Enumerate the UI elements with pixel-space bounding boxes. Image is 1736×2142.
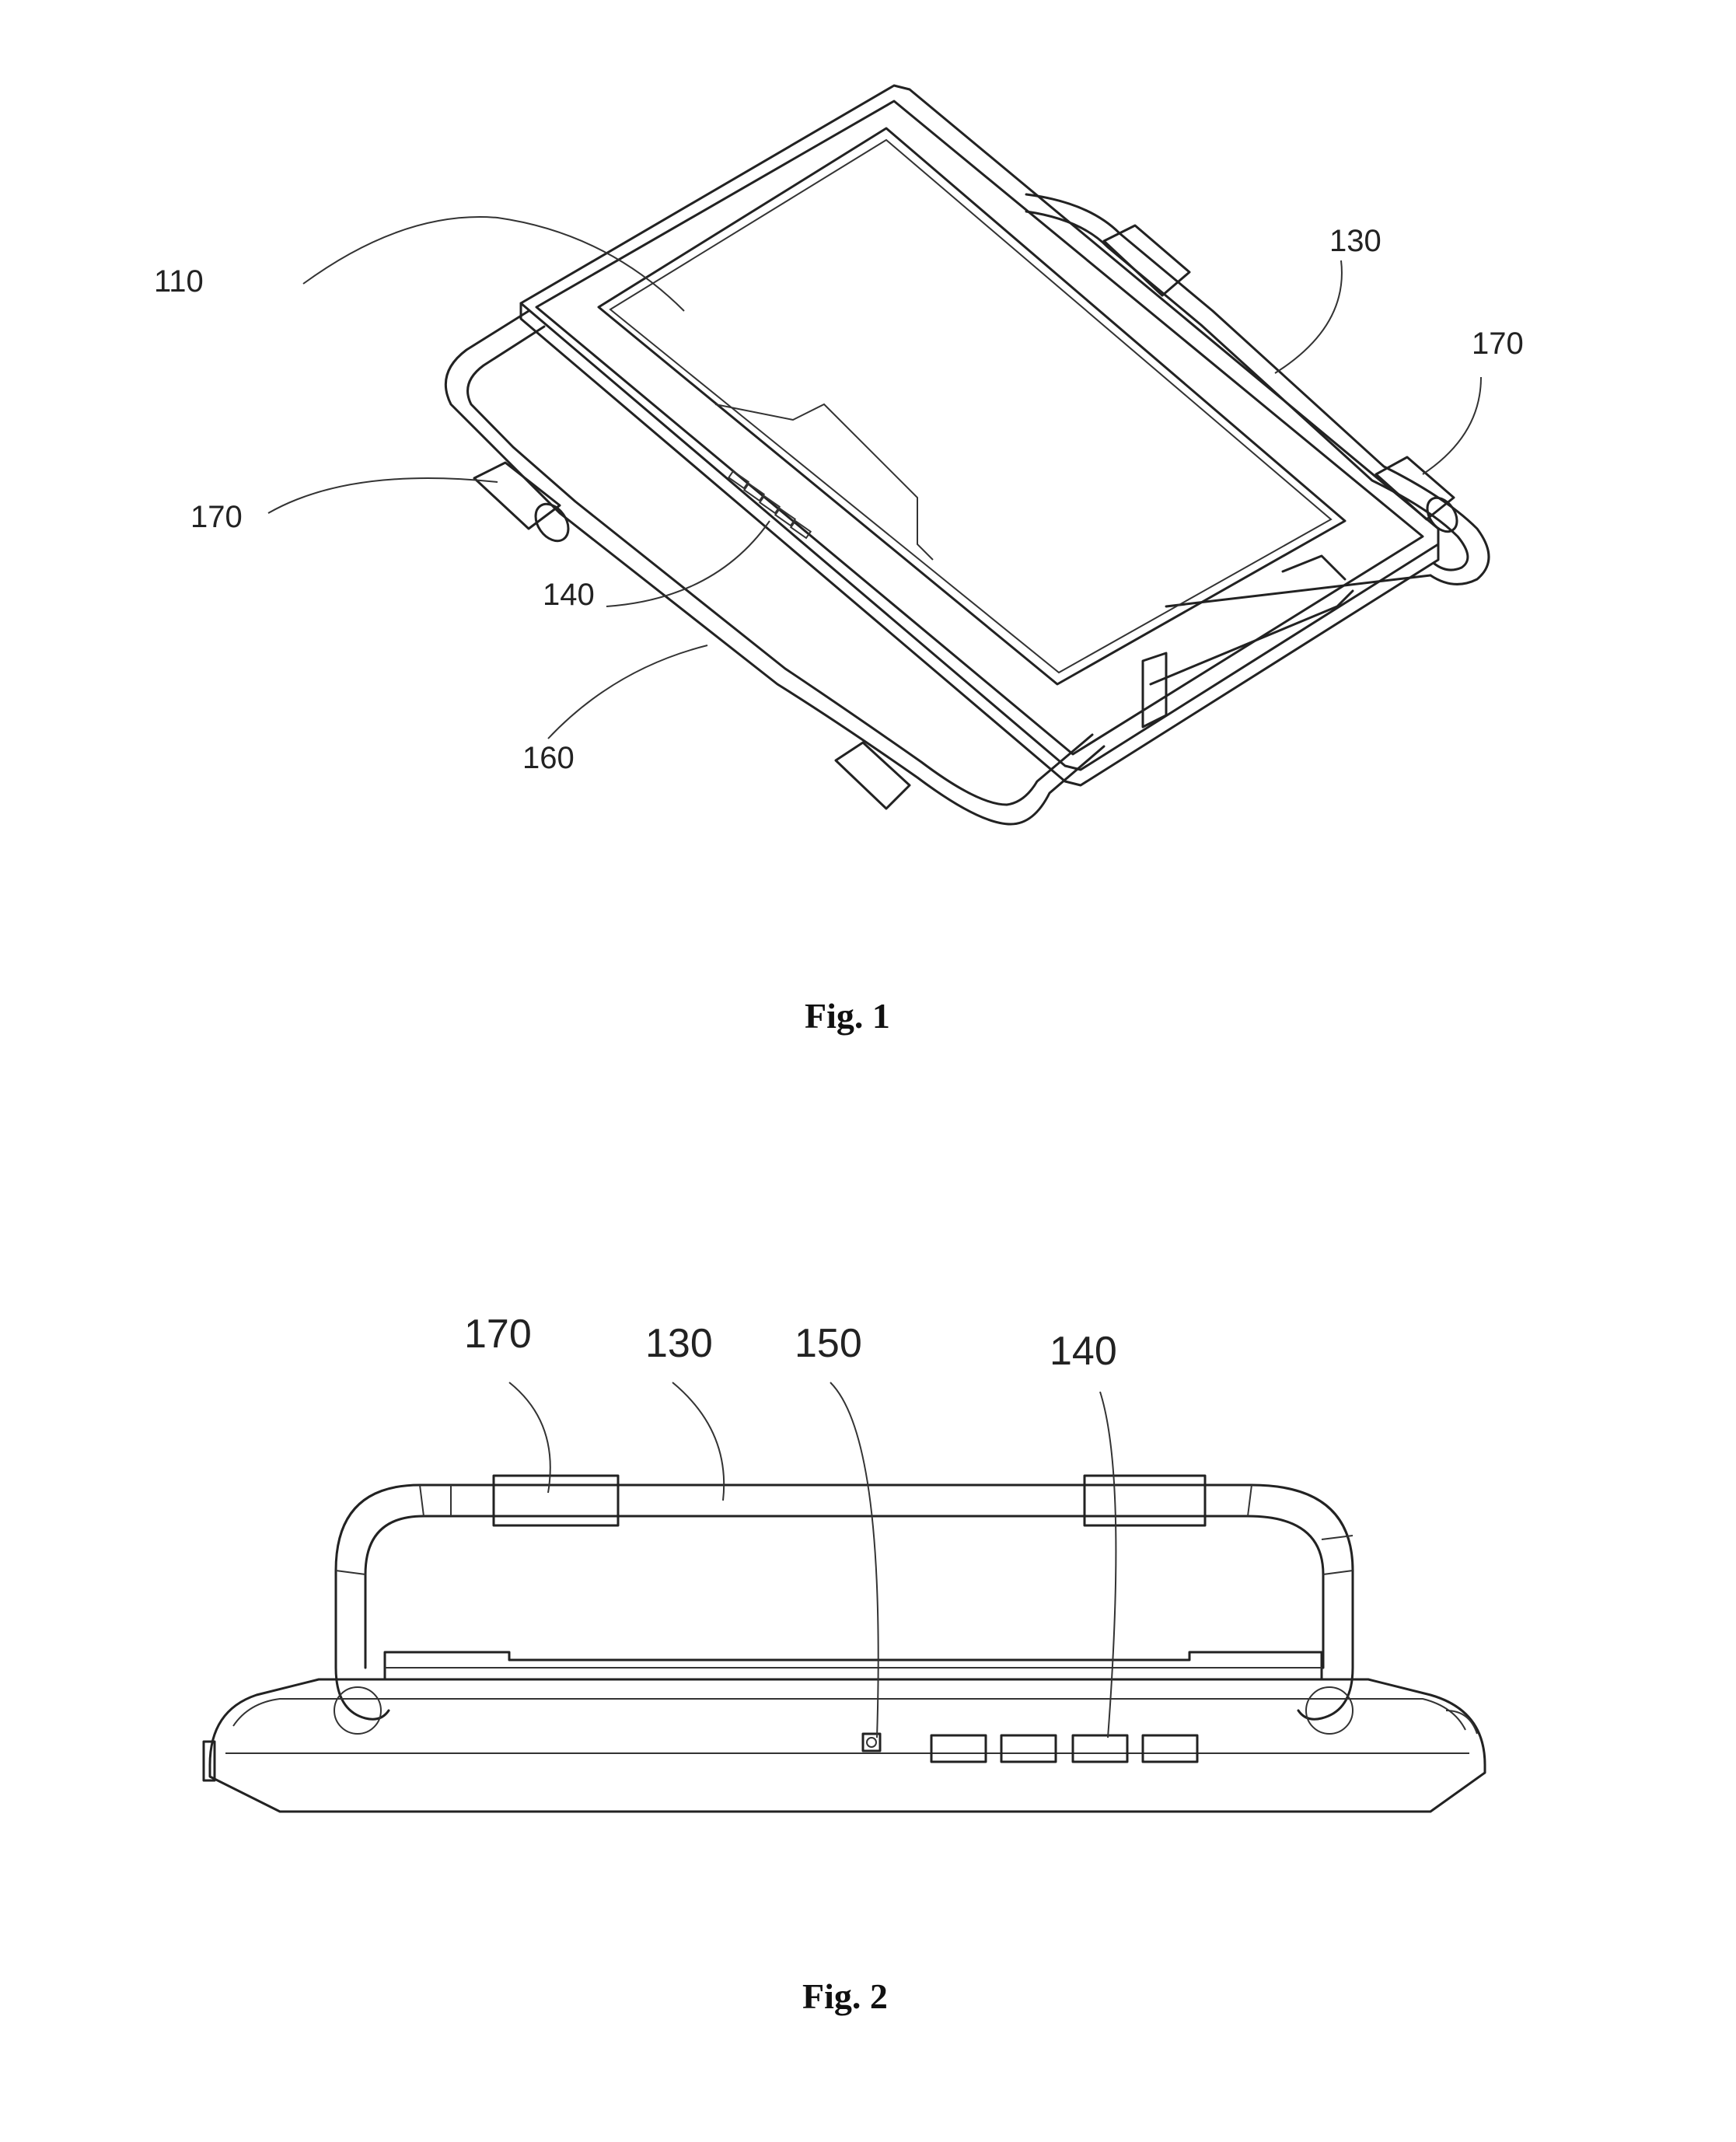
handle-frame-130 bbox=[336, 1485, 1353, 1719]
sleeve-170-left bbox=[474, 463, 575, 547]
label-130-fig2: 130 bbox=[645, 1321, 713, 1366]
leader-150-fig2 bbox=[830, 1382, 878, 1738]
leader-110 bbox=[303, 217, 684, 311]
sleeve-170-right-fig2 bbox=[1085, 1476, 1205, 1525]
label-130: 130 bbox=[1329, 224, 1381, 258]
caption-fig-2: Fig. 2 bbox=[802, 1976, 888, 2016]
sleeve-170-bottom bbox=[836, 743, 910, 809]
label-170-left: 170 bbox=[190, 500, 243, 534]
leader-140-fig2 bbox=[1100, 1392, 1116, 1738]
label-150-fig2: 150 bbox=[795, 1321, 862, 1366]
label-140: 140 bbox=[543, 578, 595, 612]
leader-170-left bbox=[268, 478, 498, 513]
tray-body-110 bbox=[521, 86, 1438, 785]
leader-170-right bbox=[1423, 377, 1481, 474]
leader-160 bbox=[548, 645, 707, 739]
label-140-fig2: 140 bbox=[1050, 1329, 1117, 1374]
label-160: 160 bbox=[522, 741, 575, 775]
ports-140-fig2 bbox=[931, 1735, 1197, 1762]
label-110: 110 bbox=[154, 264, 204, 299]
leader-130 bbox=[1275, 260, 1342, 373]
leader-lines-fig2 bbox=[509, 1382, 1116, 1738]
figure-1: 110 130 170 170 140 160 Fig. 1 bbox=[154, 86, 1524, 1036]
sleeve-170-left-fig2 bbox=[494, 1476, 618, 1525]
label-170-right: 170 bbox=[1472, 327, 1524, 361]
label-170-fig2: 170 bbox=[464, 1312, 532, 1357]
tray-body-fig2 bbox=[204, 1652, 1485, 1812]
leader-140 bbox=[606, 521, 770, 606]
figure-2: 170 130 150 140 Fig. 2 bbox=[204, 1312, 1485, 2016]
leader-lines-fig1 bbox=[268, 217, 1481, 739]
caption-fig-1: Fig. 1 bbox=[805, 996, 890, 1036]
leader-130-fig2 bbox=[672, 1382, 724, 1501]
